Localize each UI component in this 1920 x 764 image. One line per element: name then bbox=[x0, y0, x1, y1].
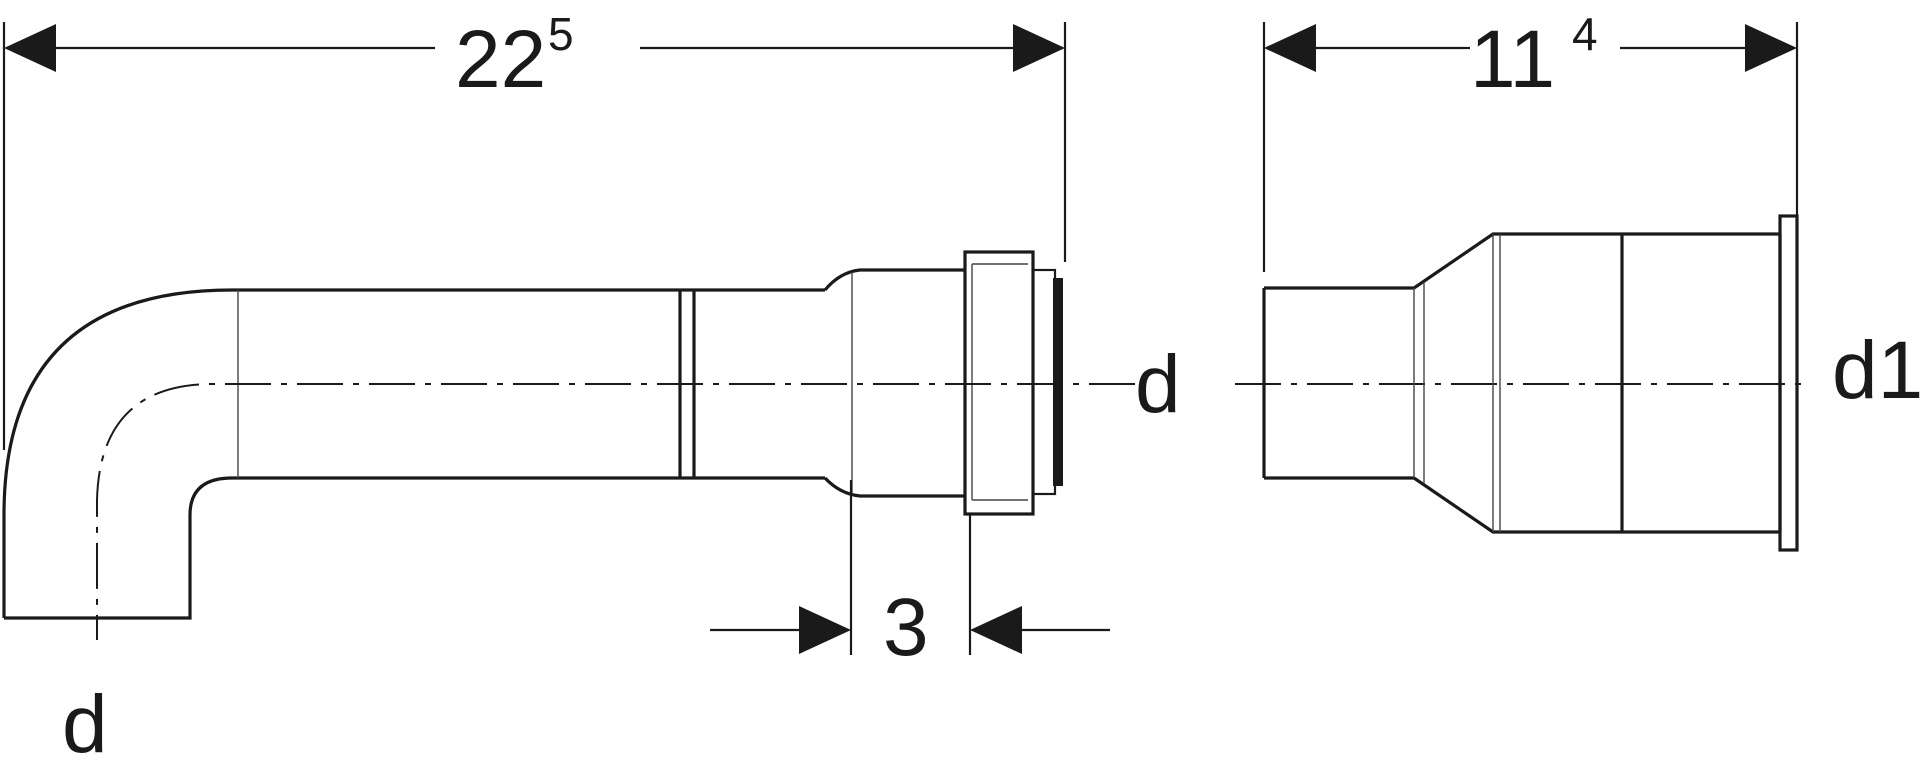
depth-arrow-right bbox=[970, 606, 1022, 654]
arrow-right bbox=[1013, 24, 1065, 72]
adapter-diameter-label: d1 bbox=[1832, 325, 1920, 416]
socket-bottom-step bbox=[823, 476, 965, 498]
depth-arrow-left bbox=[799, 606, 851, 654]
adapter-arrow-right bbox=[1745, 24, 1797, 72]
socket-top-step bbox=[823, 268, 965, 292]
adapter-flange bbox=[1778, 214, 1799, 552]
adapter-bottom-edge bbox=[1264, 476, 1780, 534]
pipe-length-label: 22 bbox=[455, 14, 546, 105]
bend-inner-edge bbox=[4, 476, 825, 620]
pipe-diameter-label-bottom: d bbox=[62, 679, 108, 764]
adapter-top-edge bbox=[1264, 232, 1780, 290]
adapter-arrow-left bbox=[1264, 24, 1316, 72]
arrow-left bbox=[4, 24, 56, 72]
adapter-length-label: 11 bbox=[1470, 14, 1555, 105]
seal-ring bbox=[1031, 268, 1057, 496]
pipe-centre-line bbox=[96, 383, 1135, 640]
reducer-adapter bbox=[1262, 214, 1799, 552]
adapter-length-superscript: 4 bbox=[1572, 8, 1598, 60]
pipe-length-superscript: 5 bbox=[548, 8, 574, 60]
adapter-length-dimension: 11 4 bbox=[1262, 8, 1799, 272]
pipe-diameter-label-right: d bbox=[1135, 339, 1181, 430]
insertion-depth-label: 3 bbox=[883, 582, 929, 673]
bend-outer-edge bbox=[2, 288, 825, 618]
pipe-length-dimension: 22 5 bbox=[2, 8, 1067, 450]
insertion-depth-dimension: 3 bbox=[710, 480, 1110, 673]
seal-edge bbox=[1053, 278, 1063, 486]
bend-pipe bbox=[2, 250, 1063, 620]
